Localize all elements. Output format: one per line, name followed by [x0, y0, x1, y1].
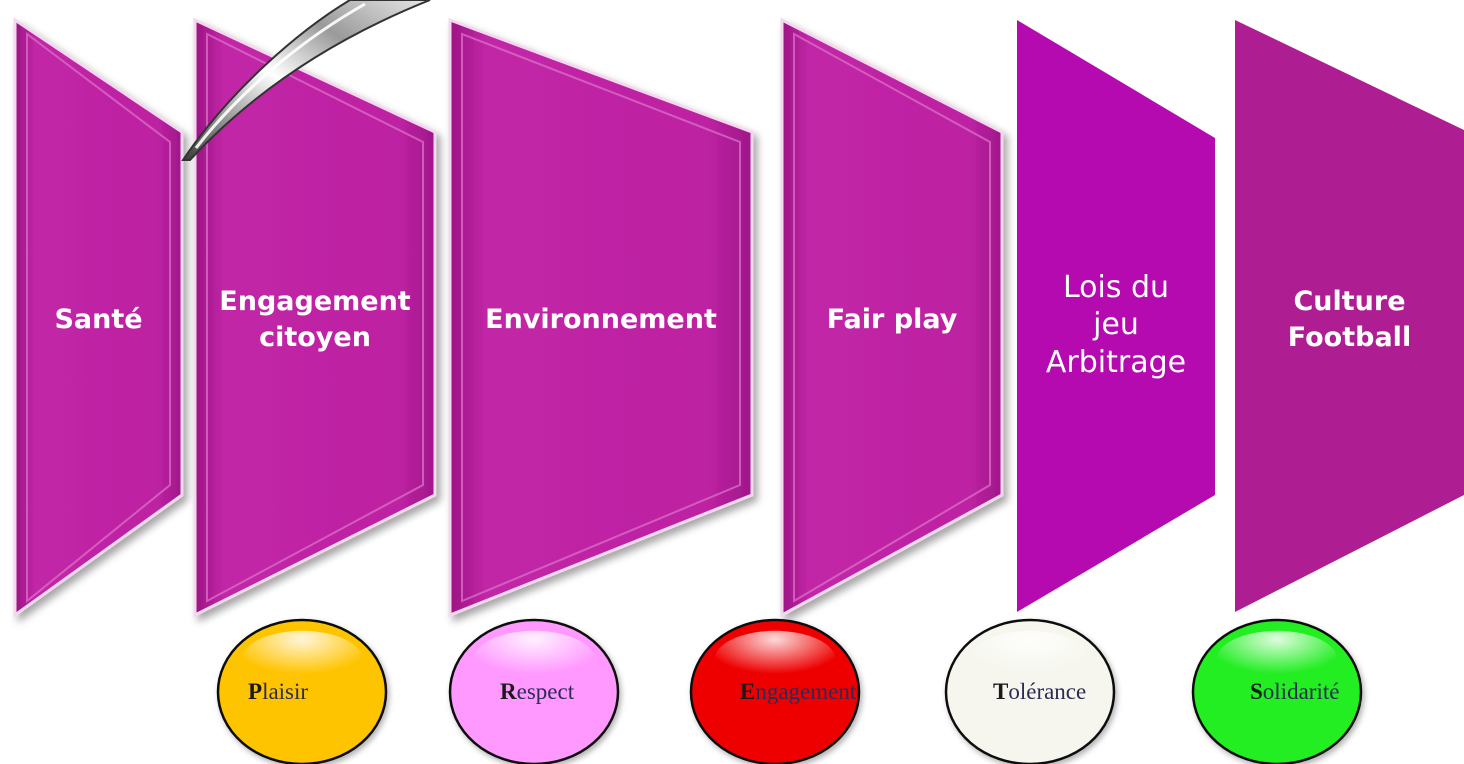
- panel-bevel-sante: [26, 31, 171, 604]
- value-rest: ngagement: [755, 679, 857, 704]
- value-initial: P: [248, 679, 263, 704]
- panel-label-fair-play: Fair play: [782, 260, 1002, 380]
- panel-label-line: Santé: [54, 303, 143, 335]
- value-oval-shine-tolerance: [969, 630, 1091, 689]
- value-oval-shine-respect: [473, 630, 595, 689]
- value-oval-shine-plaisir: [241, 630, 363, 689]
- value-rest: laisir: [262, 679, 309, 704]
- panel-sante: [13, 17, 184, 618]
- value-initial: R: [500, 679, 517, 704]
- panel-culture-football: [1235, 20, 1464, 612]
- panel-bevel-engagement-citoyen: [206, 32, 424, 603]
- value-rest: olidarité: [1262, 679, 1340, 704]
- panel-bevel-environnement: [461, 32, 741, 603]
- pointer-decoration: [181, 0, 431, 161]
- panel-environnement: [448, 17, 754, 618]
- panel-label-line: jeu: [1093, 307, 1139, 343]
- panel-label-line: Fair play: [826, 303, 958, 335]
- panel-label-engagement-citoyen: Engagement citoyen: [195, 260, 435, 380]
- panel-fair-play: [780, 17, 1004, 618]
- pointer-shape: [181, 0, 431, 161]
- pointer-highlight: [194, 2, 366, 149]
- panel-label-line: citoyen: [259, 322, 371, 353]
- panel-bevel-fair-play: [793, 32, 991, 603]
- panel-label-line: Lois du: [1062, 269, 1170, 305]
- value-initial: T: [993, 679, 1009, 704]
- panel-label-line: Football: [1287, 322, 1412, 353]
- value-rest: olérance: [1008, 679, 1087, 704]
- value-oval-shine-solidarite: [1216, 630, 1338, 689]
- value-initial: E: [740, 679, 756, 704]
- value-oval-shine-engagement: [714, 630, 836, 689]
- panel-label-sante: Santé: [15, 260, 182, 380]
- panel-label-line: Arbitrage: [1045, 344, 1187, 380]
- panel-label-line: Culture: [1293, 285, 1406, 317]
- panel-label-line: Engagement: [219, 285, 411, 317]
- panel-label-environnement: Environnement: [450, 260, 752, 380]
- value-rest: espect: [516, 679, 575, 704]
- value-initial: S: [1250, 679, 1263, 704]
- panel-engagement-citoyen: [193, 17, 437, 618]
- panel-lois-du-jeu: [1017, 20, 1215, 612]
- panel-label-line: Environnement: [485, 303, 717, 335]
